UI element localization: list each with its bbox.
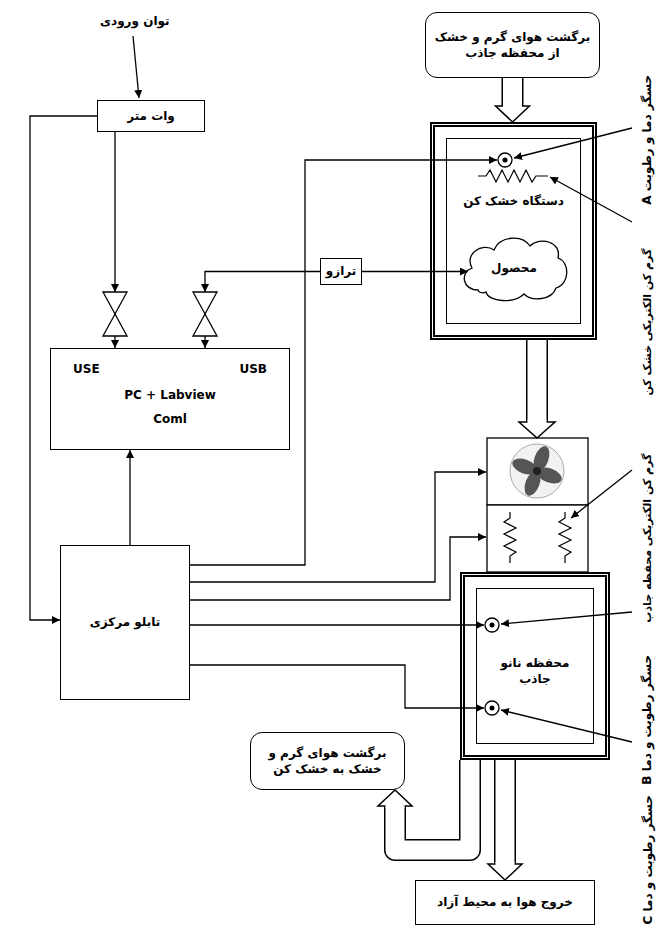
resistor-symbol (478, 170, 548, 182)
fan-housing (487, 438, 588, 505)
node-text: دستگاه خشک کن (435, 193, 592, 209)
resistor-symbol (559, 512, 571, 563)
valve-symbol (193, 314, 217, 336)
signal-line (129, 450, 130, 545)
node-text: USB (239, 361, 267, 377)
valve-symbol (103, 314, 127, 336)
flow-arrow-fill (496, 760, 515, 864)
flow-arrow-fill (503, 104, 522, 108)
cloud-path (464, 238, 566, 300)
flow-arrow-outline (494, 760, 516, 864)
leader-line (571, 470, 632, 518)
product-cloud: محصول (458, 232, 570, 304)
flow-arrow (496, 78, 530, 122)
node-text: برگشت هوای گرم و خشک از محفظه جاذب (432, 29, 593, 61)
callout-label: گرم کن الکتریکی محفظه جاذب (641, 454, 655, 623)
flow-arrow-head (496, 106, 530, 122)
sensor-symbol (498, 153, 512, 167)
node-text: ترازو (326, 263, 356, 279)
valve-symbol (193, 292, 217, 314)
sensor-symbol (485, 701, 499, 715)
leader-line (133, 36, 139, 98)
flow-arrow-fill (528, 340, 547, 423)
flow-arrow-head (378, 790, 412, 806)
callout-label: حسگر دما و رطوبت A (640, 75, 656, 205)
control-wire (190, 537, 486, 600)
flow-arrow-head (519, 422, 555, 438)
pc-box: USE USB PC + LabviewComl (50, 348, 290, 450)
resistor-symbol (504, 512, 516, 563)
arrow-head (201, 284, 209, 292)
sensor-dot (490, 623, 495, 628)
input-label: توان ورودی (100, 14, 170, 30)
node-text: محصول (491, 260, 537, 276)
callout-label: گرم کن الکتریکی خشک کن (641, 249, 655, 396)
flow-arrow-outline (502, 78, 524, 106)
leader-line (501, 612, 632, 624)
signal-line (190, 624, 484, 625)
node-text: وات متر (127, 108, 175, 124)
fan-hub (533, 467, 541, 475)
signal-line (190, 665, 484, 708)
flow-arrow-fill (503, 78, 522, 106)
fan-ring (510, 444, 564, 498)
sensor-symbol (485, 618, 499, 632)
return-air-box: برگشت هوای گرم و خشک از محفظه جاذب (425, 12, 600, 78)
signal-line (362, 271, 468, 272)
node-text: تابلو مرکزی (90, 614, 160, 630)
control-panel-box: تابلو مرکزی (60, 545, 190, 700)
scale-box: ترازو (320, 258, 362, 285)
node-text: محفظه نانو جاذب (493, 655, 577, 687)
node-text: برگشت هوای گرم و خشک به خشک کن (257, 745, 398, 777)
heater-housing (487, 505, 588, 572)
callout-label: حسگر رطوبت و دما C (640, 795, 656, 924)
node-text: خروج هوا به محیط آزاد (437, 894, 573, 910)
flow-arrow-fill (386, 805, 405, 809)
arrow-head (111, 284, 119, 292)
flow-arrow (488, 760, 522, 880)
watt-meter-box: وات متر (97, 100, 205, 132)
valve-symbol (103, 292, 127, 314)
signal-line (205, 272, 320, 349)
nano-absorber-chamber: محفظه نانو جاذب (460, 572, 610, 760)
flow-arrow-fill (528, 420, 547, 424)
callout-label: حسگر رطوبت و دما B (640, 655, 656, 785)
sensor-dot (490, 706, 495, 711)
dryer-chamber: دستگاه خشک کن محصول (430, 122, 597, 340)
leader-line (501, 710, 632, 742)
node-text: PC + Labview (51, 387, 289, 403)
node-text: USE (73, 361, 100, 377)
node-text: Coml (51, 411, 289, 427)
flow-arrow-outline (526, 340, 548, 422)
return-to-dryer-box: برگشت هوای گرم و خشک به خشک کن (250, 732, 405, 790)
sensor-dot (503, 158, 508, 163)
flow-arrow-head (488, 864, 522, 880)
leader-line (514, 128, 632, 158)
exhaust-box: خروج هوا به محیط آزاد (415, 880, 595, 925)
flow-arrow-fill (496, 862, 515, 866)
